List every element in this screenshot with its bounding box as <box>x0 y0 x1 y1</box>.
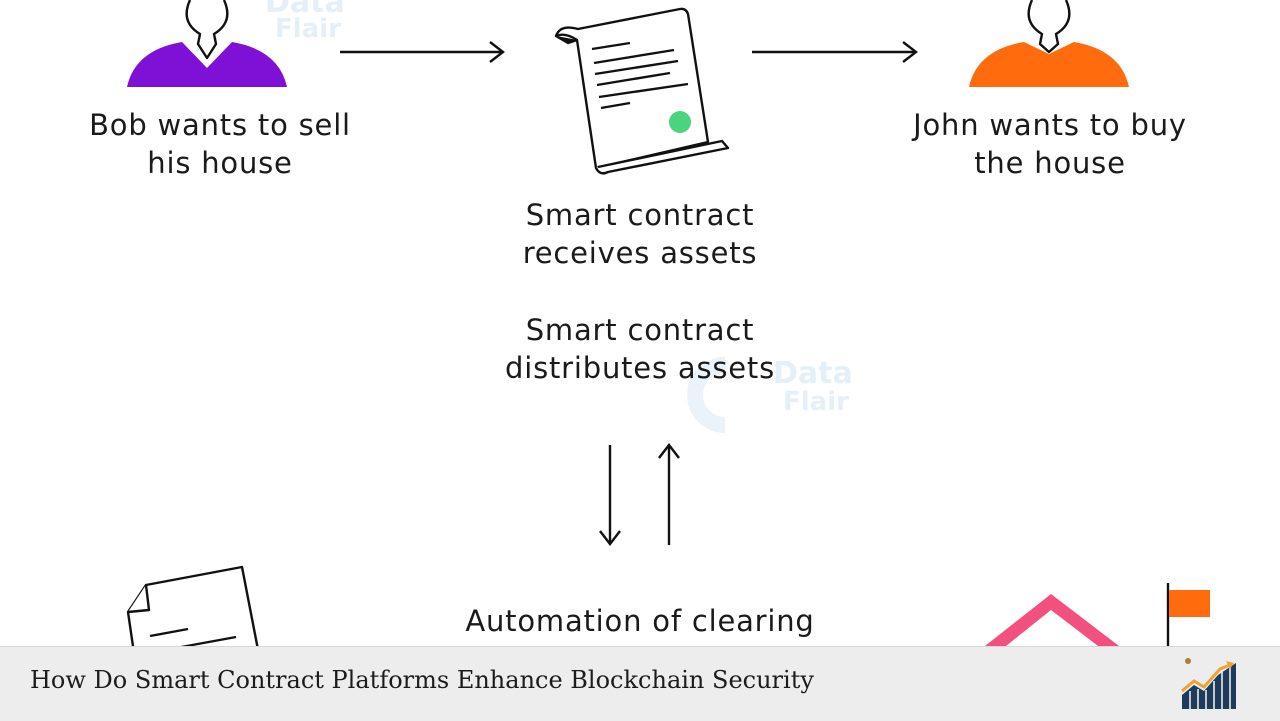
receive-assets-label: Smart contract receives assets <box>480 196 800 272</box>
rising-chart-logo-icon[interactable] <box>1180 657 1238 711</box>
seller-person-icon <box>127 0 287 87</box>
distribute-label-line: distributes assets <box>505 351 775 385</box>
seller-label-line: his house <box>147 146 293 180</box>
house-roof-icon <box>985 594 1119 646</box>
arrow-up-icon <box>658 443 680 545</box>
seller-label-line: Bob wants to sell <box>89 108 351 142</box>
buyer-person-icon <box>969 0 1129 87</box>
receive-label-line: receives assets <box>522 236 758 270</box>
arrow-right-icon <box>752 41 918 63</box>
footer-title[interactable]: How Do Smart Contract Platforms Enhance … <box>30 666 814 694</box>
watermark-text: Flair <box>783 387 849 417</box>
buyer-label: John wants to buy the house <box>880 106 1220 182</box>
watermark-logo: Data Flair <box>685 355 875 435</box>
contract-scroll-icon <box>554 7 730 175</box>
arrow-down-icon <box>599 445 621 546</box>
arrow-right-icon <box>340 41 505 63</box>
automation-label: Automation of clearing <box>465 604 815 638</box>
buyer-label-line: the house <box>974 146 1126 180</box>
contract-seal-icon <box>669 111 691 133</box>
footer-banner: How Do Smart Contract Platforms Enhance … <box>0 646 1280 721</box>
buyer-label-line: John wants to buy <box>913 108 1187 142</box>
distribute-assets-label: Smart contract distributes assets <box>480 311 800 387</box>
document-icon <box>126 565 262 662</box>
watermark-text: Data <box>773 356 853 391</box>
watermark-text: Data <box>265 0 345 20</box>
distribute-label-line: Smart contract <box>525 313 755 347</box>
seller-label: Bob wants to sell his house <box>60 106 380 182</box>
watermark-text: Flair <box>275 14 341 44</box>
flag-icon <box>1166 583 1210 646</box>
receive-label-line: Smart contract <box>525 198 755 232</box>
